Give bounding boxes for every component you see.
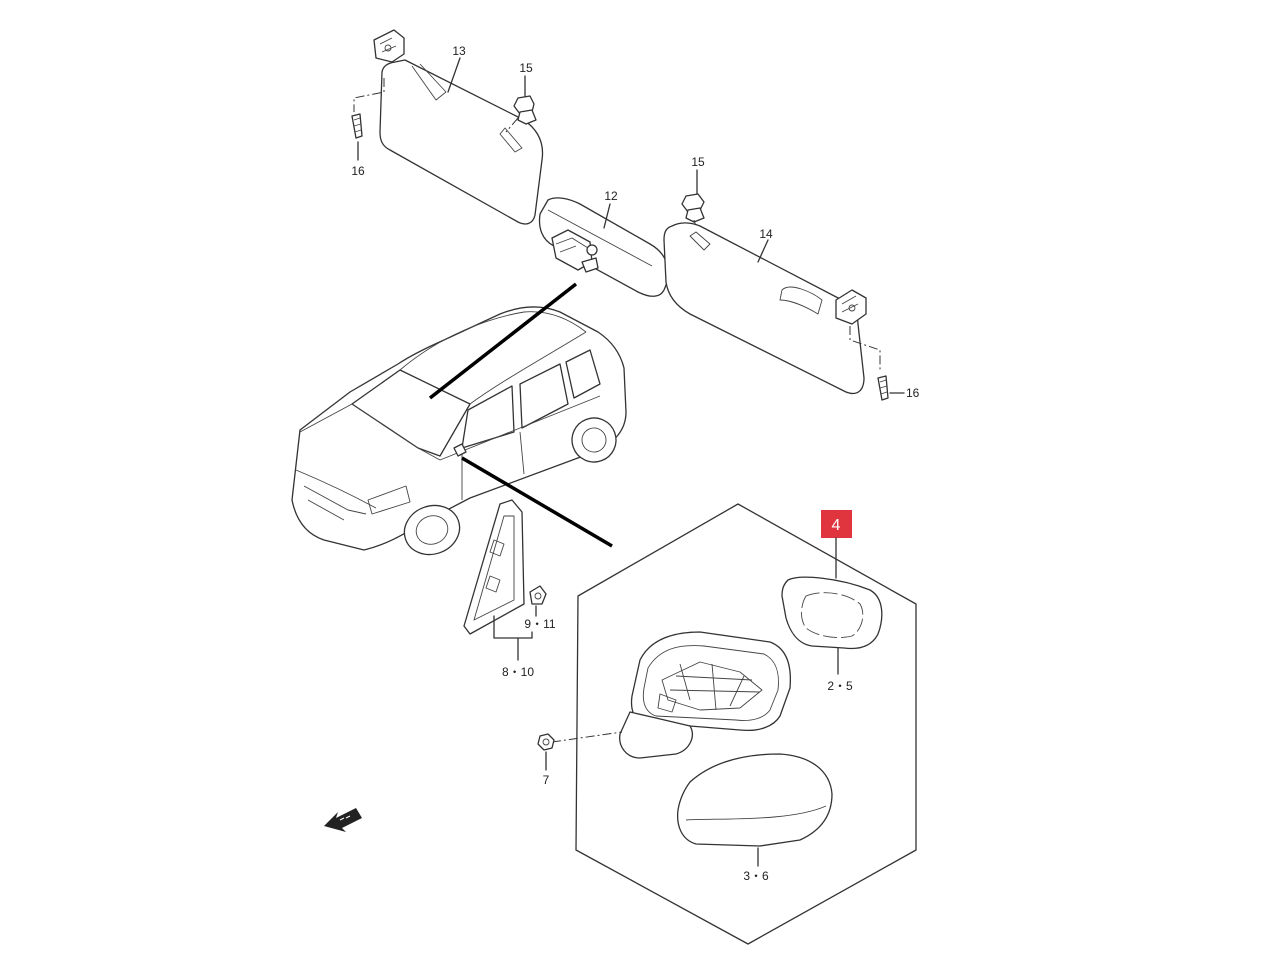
callout-2-5: 2・5 bbox=[827, 679, 853, 693]
highlight-badge[interactable] bbox=[821, 510, 852, 538]
mirror-housing[interactable] bbox=[619, 631, 792, 759]
guide-line bbox=[849, 326, 881, 370]
callout-16-left: 16 bbox=[351, 164, 365, 178]
screw-16-left[interactable] bbox=[351, 113, 363, 139]
callout-4: 4 bbox=[832, 517, 841, 534]
callout-12: 12 bbox=[604, 189, 618, 203]
callout-9-11: 9・11 bbox=[524, 617, 555, 631]
pointer-line bbox=[461, 456, 613, 548]
sun-visor-right[interactable] bbox=[663, 222, 867, 395]
guide-line bbox=[551, 731, 623, 743]
assembly-frame bbox=[575, 503, 917, 945]
leader-8-10 bbox=[493, 615, 533, 639]
callout-7: 7 bbox=[543, 773, 550, 787]
pointer-line bbox=[428, 282, 578, 400]
clip-15-left[interactable] bbox=[513, 95, 537, 125]
callout-3-6: 3・6 bbox=[743, 869, 769, 883]
callout-14: 14 bbox=[759, 227, 773, 241]
clip-9-11[interactable] bbox=[529, 585, 547, 605]
sun-visor-left[interactable] bbox=[373, 29, 544, 225]
callout-16-right: 16 bbox=[906, 386, 920, 400]
callout-8-10: 8・10 bbox=[502, 665, 534, 679]
fwd-arrow-icon bbox=[324, 808, 362, 832]
mirror-glass[interactable] bbox=[781, 576, 883, 650]
guide-line bbox=[353, 78, 385, 112]
door-garnish[interactable] bbox=[463, 499, 525, 635]
callout-15-left: 15 bbox=[519, 61, 533, 75]
callout-15-right: 15 bbox=[691, 155, 705, 169]
clip-15-right[interactable] bbox=[681, 193, 705, 223]
callout-13: 13 bbox=[452, 44, 466, 58]
vehicle-outline bbox=[291, 306, 627, 556]
guide-line bbox=[505, 117, 519, 133]
leader-13 bbox=[447, 57, 461, 93]
mirror-cover[interactable] bbox=[676, 753, 833, 847]
rearview-mirror[interactable] bbox=[538, 197, 670, 297]
leader-12 bbox=[603, 203, 611, 229]
nut-7[interactable] bbox=[537, 733, 555, 751]
leader-14 bbox=[757, 239, 769, 263]
screw-16-right[interactable] bbox=[877, 375, 889, 401]
